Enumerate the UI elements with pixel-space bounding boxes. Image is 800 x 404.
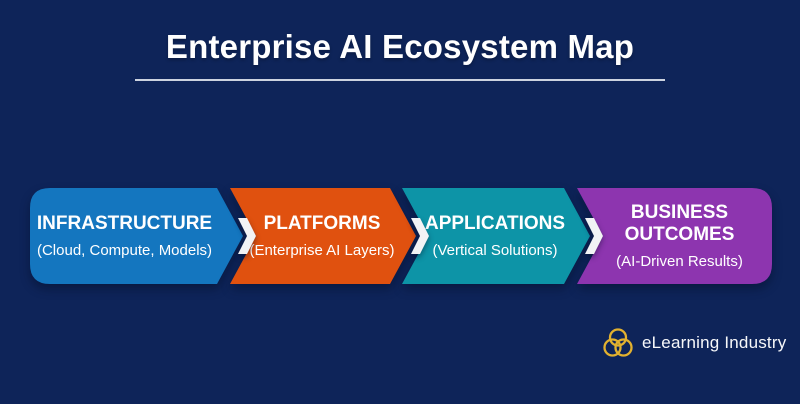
stage-applications: APPLICATIONS (Vertical Solutions) bbox=[402, 188, 590, 284]
stage-platforms-label: PLATFORMS bbox=[263, 213, 381, 235]
chevron-right-icon bbox=[585, 218, 603, 254]
stage-infrastructure-sublabel: (Cloud, Compute, Models) bbox=[36, 241, 213, 259]
brand-logo: eLearning Industry bbox=[602, 326, 786, 360]
three-rings-icon bbox=[603, 328, 633, 357]
stage-infrastructure-text: INFRASTRUCTURE (Cloud, Compute, Models) bbox=[36, 188, 213, 284]
header: Enterprise AI Ecosystem Map bbox=[0, 28, 800, 81]
brand-logo-text: eLearning Industry bbox=[642, 333, 787, 352]
stage-platforms: PLATFORMS (Enterprise AI Layers) bbox=[230, 188, 416, 284]
stage-business-outcomes-sublabel: (AI-Driven Results) bbox=[616, 252, 743, 270]
stage-infrastructure-shape bbox=[30, 188, 243, 284]
stage-business-outcomes-text: BUSINESS OUTCOMES (AI-Driven Results) bbox=[609, 188, 750, 284]
stage-platforms-shape bbox=[230, 188, 416, 284]
stage-business-outcomes-label: BUSINESS OUTCOMES bbox=[624, 202, 735, 245]
stage-applications-sublabel: (Vertical Solutions) bbox=[432, 241, 558, 259]
stage-infrastructure: INFRASTRUCTURE (Cloud, Compute, Models) bbox=[30, 188, 243, 284]
stage-infrastructure-label: INFRASTRUCTURE bbox=[36, 213, 213, 235]
stage-business-outcomes-shape bbox=[577, 188, 772, 284]
stage-business-outcomes: BUSINESS OUTCOMES (AI-Driven Results) bbox=[577, 188, 772, 284]
stage-platforms-text: PLATFORMS (Enterprise AI Layers) bbox=[249, 188, 394, 284]
page-title: Enterprise AI Ecosystem Map bbox=[165, 28, 635, 65]
stage-applications-text: APPLICATIONS (Vertical Solutions) bbox=[425, 188, 565, 284]
title-underline bbox=[135, 79, 665, 81]
chevron-right-icon bbox=[411, 218, 429, 254]
stage-applications-label: APPLICATIONS bbox=[424, 213, 566, 235]
stage-platforms-sublabel: (Enterprise AI Layers) bbox=[249, 241, 395, 259]
stage-applications-shape bbox=[402, 188, 590, 284]
chevron-right-icon bbox=[238, 218, 256, 254]
